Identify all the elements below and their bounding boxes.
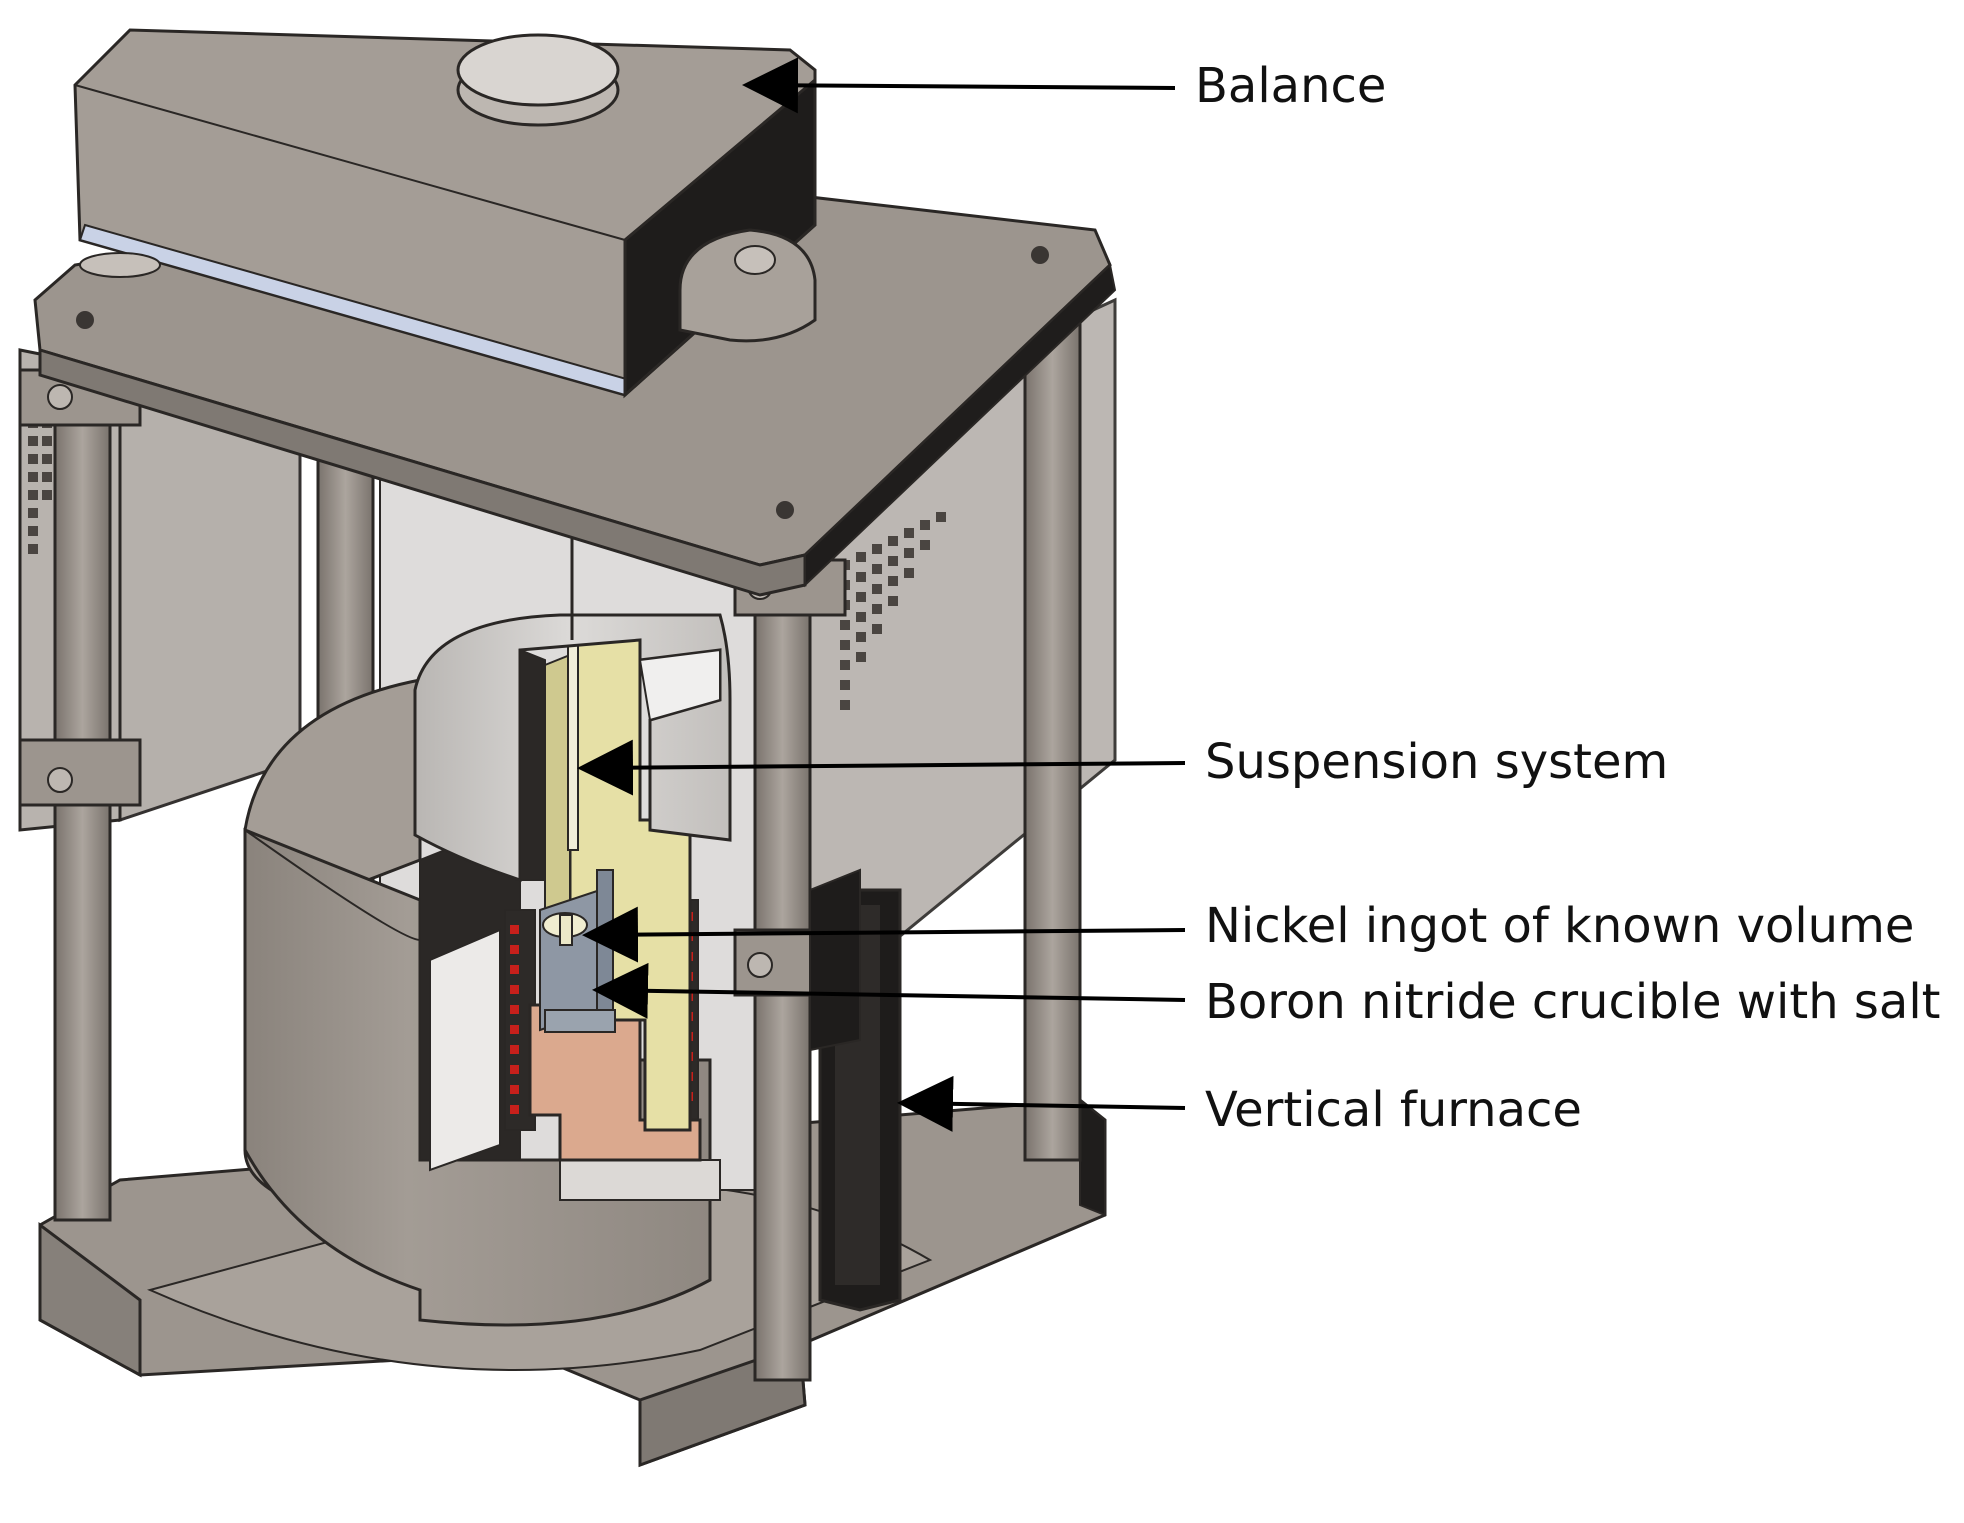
label-suspension-system: Suspension system [1205,734,1669,790]
vertical-furnace [243,678,902,1327]
label-nickel-ingot: Nickel ingot of known volume [1205,898,1915,954]
leader-suspension [577,739,1186,796]
leader-lines [577,57,1186,1132]
label-balance: Balance [1195,58,1387,114]
leader-furnace [897,1075,1186,1132]
support-rods [18,258,1082,1382]
balance [73,28,817,399]
leader-boron [592,962,1186,1019]
label-vertical-furnace: Vertical furnace [1205,1082,1582,1138]
label-boron-nitride-crucible: Boron nitride crucible with salt [1205,974,1941,1030]
leader-balance [742,57,1176,114]
radiation-shield-cup [413,613,732,883]
leader-nickel [582,906,1186,963]
